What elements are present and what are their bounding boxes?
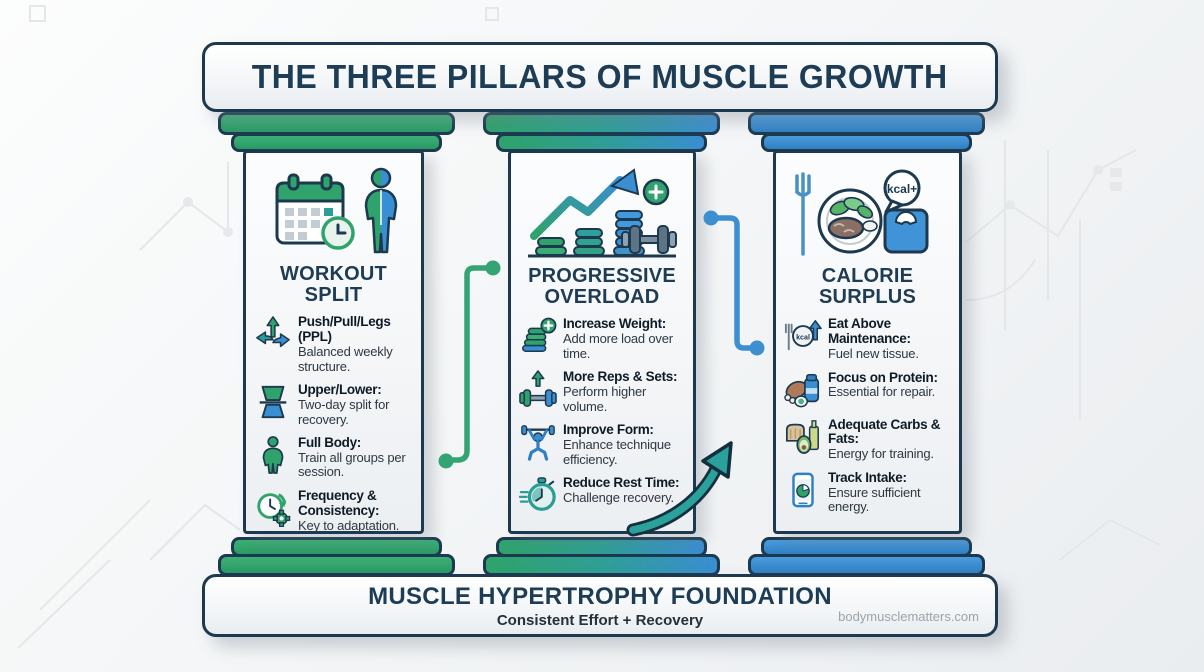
pillar2-title: PROGRESSIVE OVERLOAD [528,265,676,309]
pillar-progressive-overload: PROGRESSIVE OVERLOAD Increase Weight: Ad… [508,150,696,534]
steak-icon [827,216,864,240]
torso-split-icon [259,386,287,419]
split-body-icon [364,167,397,254]
progressive-overload-header-icons [522,165,682,263]
progressive-overload-items: Increase Weight: Add more load over time… [511,317,693,514]
stopwatch-icon [519,477,556,512]
overhead-lifter-icon [521,425,555,461]
pillar3-capital-upper [748,112,985,135]
list-item: Reduce Rest Time: Challenge recovery. [519,475,687,514]
pillar3-base-lower [748,554,985,576]
list-item: kcal Eat Above Maintenance: Fuel new tis… [784,317,953,361]
workout-split-items: Push/Pull/Legs (PPL) Balanced weekly str… [246,315,421,533]
protein-foods-icon [784,373,820,407]
page-title: THE THREE PILLARS OF MUSCLE GROWTH [252,58,948,95]
full-body-icon [262,436,284,474]
pillar3-title: CALORIE SURPLUS [819,265,916,309]
phone-tracking-icon [792,472,814,508]
footer-subtitle: Consistent Effort + Recovery [496,611,704,629]
pillar1-capital-upper [218,112,455,135]
kcal-plate-arrow-icon: kcal [784,320,822,351]
pillar2-capital-upper [483,112,720,135]
calorie-surplus-header-icons: kcal+ [788,165,948,263]
list-item: Focus on Protein: Essential for repair. [784,370,953,409]
rising-arrow-plates-dumbbell-icon [528,168,677,258]
meal-plate-fork-icon: kcal+ [794,169,928,256]
greens-icon [829,196,873,219]
list-item: Adequate Carbs & Fats: Energy for traini… [784,417,953,462]
blue-connector-line [703,210,765,356]
svg-text:kcal: kcal [796,334,810,342]
dumbbell-up-arrow-icon [519,370,557,408]
list-item: Upper/Lower: Two-day split for recovery. [254,382,415,427]
list-item: Increase Weight: Add more load over time… [519,317,687,361]
plus-badge-icon [642,178,670,206]
svg-text:kcal+: kcal+ [886,182,916,196]
list-item: Frequency & Consistency: Key to adaptati… [254,488,415,533]
footer-title: MUSCLE HYPERTROPHY FOUNDATION [368,582,832,610]
workout-split-header-icons [259,165,409,261]
carbs-fats-icon [785,419,819,454]
calendar-clock-icon [275,167,397,254]
pillar-calorie-surplus: kcal+ CALORIE SURPLUS kcal [773,150,962,534]
direction-arrows-icon [256,316,290,348]
dumbbell-icon [621,225,677,254]
list-item: More Reps & Sets: Perform higher volume. [519,369,687,414]
pillar1-title: WORKOUT SPLIT [280,263,387,307]
footer-banner: MUSCLE HYPERTROPHY FOUNDATION Consistent… [202,574,998,637]
calorie-surplus-items: kcal Eat Above Maintenance: Fuel new tis… [776,317,959,514]
list-item: Improve Form: Enhance technique efficien… [519,422,687,467]
plate-stack-plus-icon [522,317,557,353]
pillar2-base-lower [483,554,720,576]
clock-gear-icon [257,493,291,528]
kcal-bubble-icon: kcal+ [883,169,920,214]
title-banner: THE THREE PILLARS OF MUSCLE GROWTH [202,42,998,112]
pillar-workout-split: WORKOUT SPLIT Push/Pull/Legs (PPL) Balan… [243,150,424,534]
list-item: Full Body: Train all groups per session. [254,435,415,480]
scale-icon [883,208,928,254]
list-item: Track Intake: Ensure sufficient energy. [784,470,953,515]
fork-icon [794,172,811,256]
watermark: bodymusclematters.com [838,609,979,624]
pillar1-base-lower [218,554,455,576]
green-connector-line [438,260,501,469]
list-item: Push/Pull/Legs (PPL) Balanced weekly str… [254,315,415,374]
